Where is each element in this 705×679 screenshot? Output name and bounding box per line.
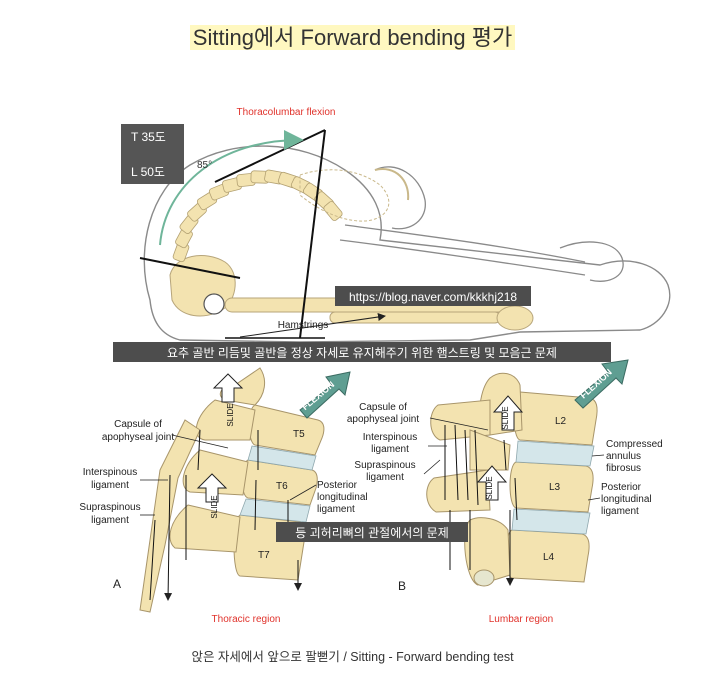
compressed-label-b-3: fibrosus <box>606 463 641 474</box>
interspinous-label-b-2: ligament <box>371 444 409 455</box>
posterior-label-b-3: ligament <box>601 506 639 517</box>
slide-label-a-upper: SLIDE <box>226 403 235 426</box>
compressed-label-b-1: Compressed <box>606 439 663 450</box>
panel-a-letter: A <box>113 577 121 591</box>
bottom-overlay-caption: 등 괴허리뼈의 관절에서의 문제 <box>295 526 449 540</box>
slide-label-b-lower: SLIDE <box>485 476 494 499</box>
angle-arc <box>159 130 304 246</box>
supraspinous-label-a-2: ligament <box>91 515 129 526</box>
page-title-wrap: Sitting에서 Forward bending 평가 <box>0 20 705 52</box>
trunk-reference-line <box>214 129 326 183</box>
label-t6: T6 <box>276 481 288 492</box>
hamstrings-label: Hamstrings <box>278 320 329 331</box>
horizontal-reference-line <box>139 257 241 279</box>
posterior-label-a-1: Posterior <box>317 480 358 491</box>
compressed-disc-upper <box>515 440 595 467</box>
supraspinous-label-b-1: Supraspinous <box>354 460 415 471</box>
compressed-disc-lower <box>511 508 591 535</box>
posterior-label-b-2: longitudinal <box>601 494 652 505</box>
figure-caption: 앉은 자세에서 앞으로 팔뻗기 / Sitting - Forward bend… <box>191 650 514 664</box>
t-box-text: T 35도 <box>131 130 166 144</box>
url-watermark-box <box>335 286 531 306</box>
panel-b-region: Lumbar region <box>489 614 553 625</box>
panel-b: SLIDE SLIDE FLEXION L2 L3 L4 Capsule of … <box>347 359 663 625</box>
panel-a-region: Thoracic region <box>212 614 281 625</box>
interspinous-label-a-1: Interspinous <box>83 467 137 478</box>
flexion-arrow-b: FLEXION <box>574 359 629 409</box>
flexion-arrow-a: FLEXION <box>299 371 351 419</box>
overlay-caption-box <box>113 342 611 362</box>
capsule-label-a-1: Capsule of <box>114 419 162 430</box>
url-watermark: https://blog.naver.com/kkkhj218 <box>349 290 517 304</box>
slide-label-a-lower: SLIDE <box>210 495 219 518</box>
interspinous-label-b-1: Interspinous <box>363 432 417 443</box>
supraspinous-label-b-2: ligament <box>366 472 404 483</box>
capsule-label-a-2: apophyseal joint <box>102 432 174 443</box>
spinous-process-a <box>139 419 201 613</box>
slide-arrow-b-lower: SLIDE <box>476 465 508 501</box>
slide-arrow-b-upper: SLIDE <box>492 395 524 431</box>
slide-arrow-a-lower: SLIDE <box>196 473 228 519</box>
label-t7: T7 <box>258 550 270 561</box>
angle-label: 85° <box>197 160 212 171</box>
supraspinous-label-a-1: Supraspinous <box>79 502 140 513</box>
posterior-label-a-2: longitudinal <box>317 492 368 503</box>
compressed-label-b-2: annulus <box>606 451 641 462</box>
posterior-label-b-1: Posterior <box>601 482 642 493</box>
capsule-label-b-2: apophyseal joint <box>347 414 419 425</box>
panel-a: SLIDE SLIDE FLEXION T5 T6 T7 Capsule of … <box>79 367 368 625</box>
slide-label-b-upper: SLIDE <box>501 406 510 429</box>
bottom-overlay-box <box>276 522 468 542</box>
overlay-caption: 요추 골반 리듬및 골반을 정상 자세로 유지해주기 위한 햄스트링 및 모음근… <box>167 346 557 360</box>
label-l2: L2 <box>555 416 567 427</box>
posterior-label-a-3: ligament <box>317 504 355 515</box>
body-outline <box>143 145 671 343</box>
top-figure: Thoracolumbar flexion <box>113 107 671 362</box>
slide-arrow-a-upper: SLIDE <box>212 373 244 427</box>
label-t5: T5 <box>293 429 305 440</box>
panel-b-letter: B <box>398 579 406 593</box>
interspinous-label-a-2: ligament <box>91 480 129 491</box>
page-title: Sitting에서 Forward bending 평가 <box>189 25 516 50</box>
tl-box <box>121 124 184 184</box>
l-box-text: L 50도 <box>131 165 165 179</box>
flexion-label: Thoracolumbar flexion <box>237 107 336 118</box>
label-l3: L3 <box>549 482 561 493</box>
label-l4: L4 <box>543 552 555 563</box>
capsule-label-b-1: Capsule of <box>359 402 407 413</box>
